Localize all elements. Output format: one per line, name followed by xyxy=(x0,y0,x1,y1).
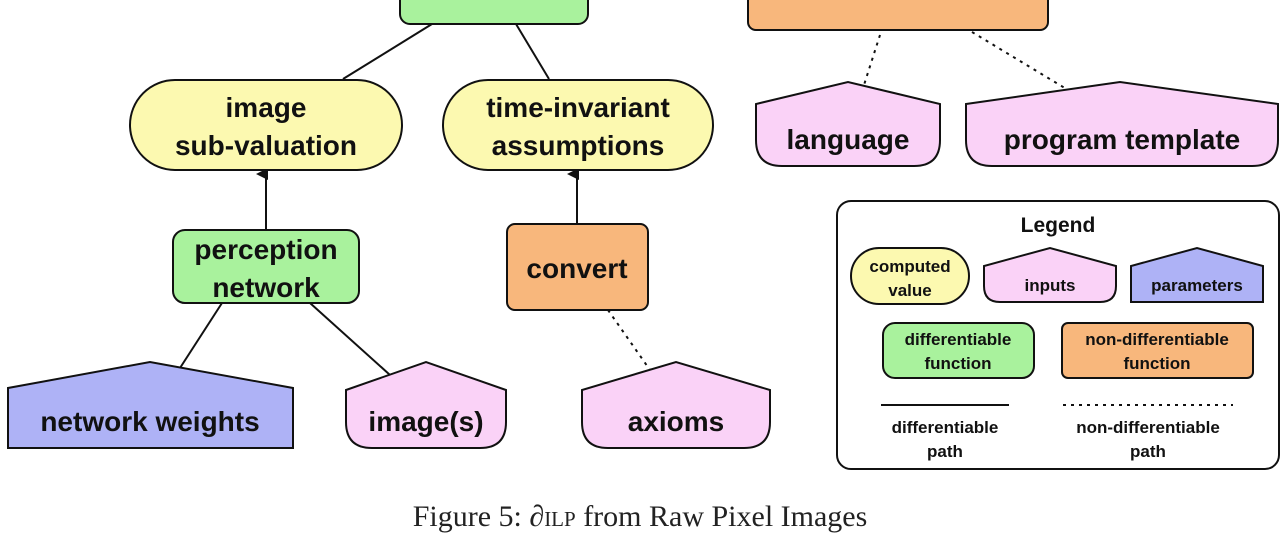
edge-top-to-image-subvaluation xyxy=(342,23,433,80)
images-node xyxy=(345,360,507,449)
caption-suffix: from Raw Pixel Images xyxy=(575,500,868,533)
top-nondifferentiable-function-box xyxy=(747,0,1049,31)
edge-perception-to-network-weights xyxy=(179,302,223,369)
legend-differentiable-path-line1: differentiable xyxy=(892,418,999,437)
convert-label: convert xyxy=(526,253,627,284)
program-template-node xyxy=(965,80,1279,167)
legend-computed-value-line2: value xyxy=(888,281,931,300)
legend-nondifferentiable-function-swatch xyxy=(1061,322,1254,379)
perception-network-node xyxy=(172,229,360,304)
time-invariant-label-line2: assumptions xyxy=(492,130,665,161)
legend-differentiable-path-line2: path xyxy=(927,442,963,461)
image-subvaluation-label-line2: sub-valuation xyxy=(175,130,357,161)
legend-differentiable-function-swatch xyxy=(882,322,1035,379)
time-invariant-node xyxy=(442,79,714,171)
legend-parameters-label: parameters xyxy=(1151,276,1243,295)
caption-ilp: ilp xyxy=(544,500,576,533)
caption-prefix: Figure 5: xyxy=(412,500,530,533)
edge-convert-to-axioms xyxy=(607,309,651,371)
legend-nondifferentiable-function-line1: non-differentiable xyxy=(1085,330,1229,349)
edge-top-orange-to-program-template xyxy=(971,31,1069,91)
perception-network-label-line1: perception xyxy=(194,234,337,265)
legend-computed-value-swatch xyxy=(850,247,970,305)
legend-differentiable-function-line2: function xyxy=(924,354,991,373)
legend-nondifferentiable-path-line1: non-differentiable xyxy=(1076,418,1220,437)
convert-node xyxy=(506,223,649,311)
image-subvaluation-label-line1: image xyxy=(226,92,307,123)
axioms-node xyxy=(581,360,771,449)
network-weights-label: network weights xyxy=(40,406,259,437)
caption-symbol: ∂ xyxy=(529,500,545,533)
language-label: language xyxy=(787,124,910,155)
network-weights-node xyxy=(7,360,294,449)
figure-caption: Figure 5: ∂ilp from Raw Pixel Images xyxy=(0,500,1280,534)
legend: Legend computed value inputs parameters … xyxy=(836,200,1280,470)
images-label: image(s) xyxy=(368,406,483,437)
edge-top-to-time-invariant xyxy=(515,23,550,80)
perception-network-label-line2: network xyxy=(212,272,320,303)
edge-perception-to-images xyxy=(309,302,391,376)
edges xyxy=(179,23,1069,376)
legend-computed-value-line1: computed xyxy=(869,257,950,276)
legend-inputs-swatch xyxy=(983,246,1117,303)
edge-top-orange-to-language xyxy=(863,34,881,86)
legend-nondifferentiable-path-line2: path xyxy=(1130,442,1166,461)
program-template-label: program template xyxy=(1004,124,1241,155)
time-invariant-label-line1: time-invariant xyxy=(486,92,670,123)
legend-inputs-label: inputs xyxy=(1025,276,1076,295)
legend-nondifferentiable-function-line2: function xyxy=(1123,354,1190,373)
legend-differentiable-function-line1: differentiable xyxy=(905,330,1012,349)
legend-title: Legend xyxy=(1021,214,1096,237)
legend-parameters-swatch xyxy=(1130,246,1264,303)
language-node xyxy=(755,80,941,167)
axioms-label: axioms xyxy=(628,406,725,437)
image-subvaluation-node xyxy=(129,79,403,171)
top-differentiable-function-box xyxy=(399,0,589,25)
